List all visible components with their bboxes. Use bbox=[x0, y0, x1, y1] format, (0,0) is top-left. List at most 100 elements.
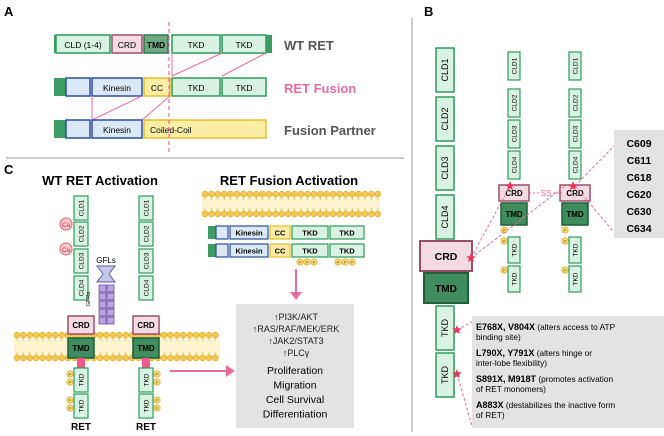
tkd-mutation-star-icon-2 bbox=[452, 369, 462, 378]
fusion-kinesin-1 bbox=[229, 243, 269, 258]
lipid-head bbox=[32, 331, 40, 339]
fusion-phospho-3 bbox=[334, 258, 342, 266]
lipid-head bbox=[26, 354, 34, 362]
lipid-head bbox=[355, 190, 362, 198]
mono2-cld-2 bbox=[568, 88, 582, 118]
cld-domain-2 bbox=[73, 221, 89, 247]
wt-tmd-domain bbox=[143, 34, 169, 54]
lipid-head bbox=[103, 354, 110, 362]
mono2-tkd-1 bbox=[568, 236, 582, 264]
mutation-effect-2: (alters hinge or bbox=[534, 348, 592, 358]
mutation-effect-1: (alters access to ATP bbox=[535, 322, 616, 332]
lipid-head bbox=[329, 210, 337, 218]
lipid-head bbox=[227, 190, 234, 198]
fusion-end-cap bbox=[54, 78, 66, 96]
lipid-head bbox=[58, 354, 66, 362]
big-cld-label-2: CLD2 bbox=[440, 107, 450, 130]
big-cld-4 bbox=[435, 194, 455, 240]
mutation-code-1: E768X, V804X bbox=[476, 322, 535, 332]
crd-connector-1 bbox=[470, 185, 511, 259]
mono2-tkd-label-2: TKD bbox=[572, 272, 579, 285]
lipid-head bbox=[348, 210, 356, 218]
fusion-tkd2-0 bbox=[329, 225, 365, 240]
fusion-kinesin-domain bbox=[91, 77, 143, 97]
lipid-head bbox=[13, 331, 21, 339]
tkd-label-2: TKD bbox=[143, 399, 150, 412]
mono2-cld-label-4: CLD4 bbox=[572, 156, 579, 173]
lipid-head bbox=[173, 331, 181, 339]
calcium-label-2: Ca bbox=[62, 247, 71, 254]
fusion-tkd1-1 bbox=[291, 243, 329, 258]
mono2-tkd-label-1: TKD bbox=[572, 243, 579, 256]
phospho-2a-label: P bbox=[155, 398, 158, 403]
cys-connector-bottom bbox=[574, 185, 615, 233]
wt-ret-title: WT RET bbox=[284, 38, 334, 53]
lipid-head bbox=[220, 190, 228, 198]
lipid-head bbox=[259, 190, 266, 198]
lipid-head bbox=[278, 210, 286, 218]
lipid-head bbox=[212, 331, 219, 339]
fusion-tkd1-0 bbox=[291, 225, 329, 240]
fusion-phospho-4-label: P bbox=[343, 260, 346, 265]
phospho-2b bbox=[153, 404, 161, 412]
mono2-cld-label-1: CLD1 bbox=[572, 57, 579, 74]
lipid-head bbox=[304, 210, 311, 218]
mutation-4: A883X (destabilizes the inactive form bbox=[476, 400, 615, 410]
panel-label-b: B bbox=[424, 4, 433, 19]
lipid-head bbox=[368, 210, 375, 218]
mono2-cld-label-3: CLD3 bbox=[572, 125, 579, 142]
mutation-code-3: S891X, M918T bbox=[476, 374, 537, 384]
lipid-head bbox=[233, 210, 241, 218]
tkd-label-1: TKD bbox=[143, 373, 150, 386]
lipid-head bbox=[368, 190, 375, 198]
fusion-tkd2-label: TKD bbox=[236, 83, 253, 93]
lipid-head bbox=[192, 331, 200, 339]
big-cld-label-1: CLD1 bbox=[440, 58, 450, 81]
mutation-effect-line2-4: of RET) bbox=[476, 410, 505, 420]
lipid-head bbox=[109, 331, 117, 339]
cysteine-C634: C634 bbox=[626, 223, 651, 235]
lipid-head bbox=[297, 210, 305, 218]
gfra-cell bbox=[106, 292, 115, 301]
fusion-phospho-1-label: P bbox=[305, 260, 308, 265]
ret-label-right: RET bbox=[136, 422, 156, 433]
mono1-tkd-label-2: TKD bbox=[511, 272, 518, 285]
lipid-head bbox=[323, 210, 330, 218]
mono1-cld-label-3: CLD3 bbox=[511, 125, 518, 142]
lipid-head bbox=[374, 190, 382, 198]
lipid-head bbox=[374, 210, 382, 218]
mutation-effect-line2-2: inter-lobe flexibility) bbox=[476, 358, 547, 368]
partner-end-cap bbox=[54, 120, 66, 138]
cysteine-C620: C620 bbox=[626, 189, 651, 201]
cld-domain-1 bbox=[73, 195, 89, 221]
fusion-cc-domain bbox=[143, 77, 171, 97]
cld-label-3: CLD3 bbox=[143, 252, 150, 269]
partner-title: Fusion Partner bbox=[284, 123, 376, 138]
fusion-tkd1-label-1: TKD bbox=[302, 247, 318, 256]
mono2-phospho-top-label: P bbox=[563, 228, 566, 233]
lipid-head bbox=[180, 331, 187, 339]
cld-domain-2 bbox=[138, 221, 154, 247]
big-cld-label-4: CLD4 bbox=[440, 205, 450, 228]
mono2-phospho-1-label: P bbox=[563, 268, 566, 273]
lipid-head bbox=[13, 354, 21, 362]
mutation-effect-line2-1: binding site) bbox=[476, 332, 521, 342]
lipid-head bbox=[361, 210, 369, 218]
fusion-phospho-5-label: P bbox=[350, 260, 353, 265]
cld-domain-4 bbox=[138, 275, 154, 301]
gfra-label: GFRα bbox=[86, 291, 92, 307]
fusion-cap-0 bbox=[208, 226, 216, 239]
gfls-label: GFLs bbox=[96, 256, 116, 265]
wt-arrow-head bbox=[226, 365, 235, 377]
signaling-box bbox=[236, 304, 354, 428]
lipid-head bbox=[39, 354, 46, 362]
mono1-cld-label-4: CLD4 bbox=[511, 156, 518, 173]
fusion-kinesin-label-1: Kinesin bbox=[235, 247, 263, 256]
lipid-head bbox=[199, 354, 206, 362]
lipid-head bbox=[122, 354, 130, 362]
